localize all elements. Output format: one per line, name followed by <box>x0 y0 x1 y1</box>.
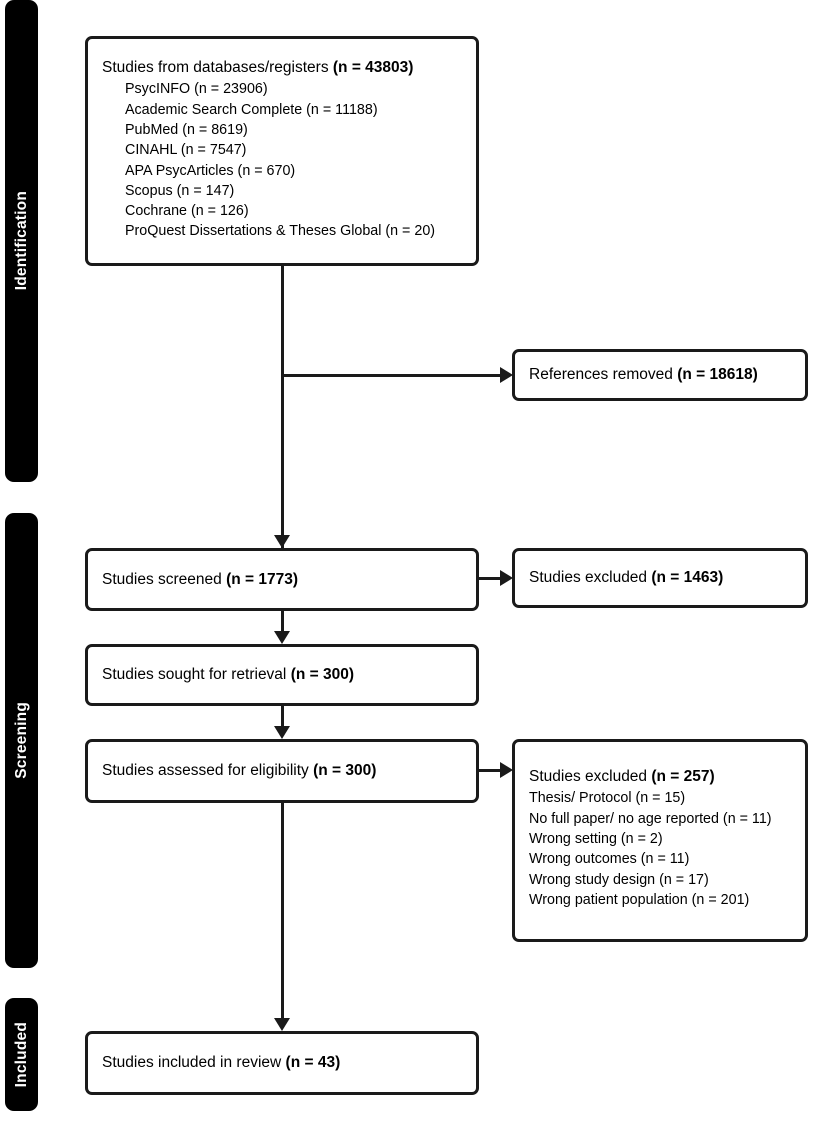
phase-bar-identification: Identification <box>5 0 38 482</box>
box-studies-excluded-eligibility-count: (n = 257) <box>651 768 715 785</box>
box-studies-screened: Studies screened (n = 1773) <box>85 548 479 611</box>
box-studies-from-databases-title-text: Studies from databases/registers <box>102 59 333 76</box>
exclusion-reason-list: Thesis/ Protocol (n = 15) No full paper/… <box>529 788 791 910</box>
box-studies-excluded-screening-title: Studies excluded (n = 1463) <box>529 567 791 588</box>
list-item: Thesis/ Protocol (n = 15) <box>529 790 686 807</box>
list-item: No full paper/ no age reported (n = 11) <box>529 810 772 827</box>
box-studies-excluded-screening-count: (n = 1463) <box>651 569 724 587</box>
list-item: PubMed (n = 8619) <box>125 121 248 138</box>
box-studies-included-in-review: Studies included in review (n = 43) <box>85 1031 479 1095</box>
box-references-removed-title: References removed (n = 18618) <box>529 364 791 385</box>
phase-bar-screening: Screening <box>5 513 38 968</box>
connector-identified-to-screened <box>281 265 284 548</box>
list-item: Wrong study design (n = 17) <box>529 871 709 888</box>
box-studies-from-databases-count: (n = 43803) <box>332 59 414 76</box>
box-references-removed-title-text: References removed <box>529 366 678 384</box>
box-studies-assessed-for-eligibility: Studies assessed for eligibility (n = 30… <box>85 739 479 803</box>
box-studies-included-count: (n = 43) <box>285 1054 341 1072</box>
list-item: Cochrane (n = 126) <box>125 203 249 220</box>
box-references-removed-count: (n = 18618) <box>677 366 758 384</box>
arrowhead-to-studies-excluded-eligibility <box>500 762 513 778</box>
box-studies-from-databases: Studies from databases/registers (n = 43… <box>85 36 479 266</box>
box-studies-excluded-eligibility: Studies excluded (n = 257) Thesis/ Proto… <box>512 739 808 942</box>
box-studies-included-title: Studies included in review (n = 43) <box>102 1052 462 1073</box>
list-item: Academic Search Complete (n = 11188) <box>125 101 378 118</box>
box-studies-screened-title: Studies screened (n = 1773) <box>102 569 462 590</box>
box-studies-excluded-screening-title-text: Studies excluded <box>529 569 652 587</box>
phase-label-screening: Screening <box>12 702 30 779</box>
box-studies-screened-title-text: Studies screened <box>102 570 227 588</box>
box-studies-assessed-title-text: Studies assessed for eligibility <box>102 762 314 780</box>
list-item: ProQuest Dissertations & Theses Global (… <box>125 223 436 240</box>
list-item: Wrong patient population (n = 201) <box>529 891 750 908</box>
list-item: Wrong outcomes (n = 11) <box>529 851 690 868</box>
box-studies-excluded-screening: Studies excluded (n = 1463) <box>512 548 808 608</box>
connector-assessed-to-excluded <box>478 769 504 772</box>
connector-assessed-to-included <box>281 803 284 1019</box>
database-source-list: PsycINFO (n = 23906) Academic Search Com… <box>102 79 462 241</box>
box-studies-from-databases-title: Studies from databases/registers (n = 43… <box>102 57 462 78</box>
box-studies-sought-count: (n = 300) <box>290 666 355 684</box>
connector-to-references-removed <box>281 374 504 377</box>
box-studies-excluded-eligibility-title: Studies excluded (n = 257) <box>529 766 791 787</box>
list-item: CINAHL (n = 7547) <box>125 142 247 159</box>
connector-screened-to-excluded <box>478 577 504 580</box>
box-studies-sought-title-text: Studies sought for retrieval <box>102 666 291 684</box>
box-references-removed: References removed (n = 18618) <box>512 349 808 401</box>
arrowhead-to-studies-excluded-screening <box>500 570 513 586</box>
phase-label-included: Included <box>12 1021 30 1088</box>
phase-bar-included: Included <box>5 998 38 1111</box>
box-studies-sought-title: Studies sought for retrieval (n = 300) <box>102 664 462 685</box>
connector-screened-to-sought <box>281 611 284 633</box>
box-studies-assessed-title: Studies assessed for eligibility (n = 30… <box>102 760 462 781</box>
phase-label-identification: Identification <box>12 191 30 291</box>
box-studies-excluded-eligibility-title-text: Studies excluded <box>529 768 652 785</box>
arrowhead-to-references-removed <box>500 367 513 383</box>
connector-sought-to-assessed <box>281 706 284 728</box>
arrowhead-to-studies-assessed <box>274 726 290 739</box>
box-studies-included-title-text: Studies included in review <box>102 1054 286 1072</box>
box-studies-sought-for-retrieval: Studies sought for retrieval (n = 300) <box>85 644 479 706</box>
arrowhead-to-studies-screened <box>274 535 290 548</box>
list-item: PsycINFO (n = 23906) <box>125 81 268 98</box>
arrowhead-to-studies-included <box>274 1018 290 1031</box>
list-item: Scopus (n = 147) <box>125 182 235 199</box>
list-item: Wrong setting (n = 2) <box>529 830 663 847</box>
box-studies-screened-count: (n = 1773) <box>226 570 299 588</box>
list-item: APA PsycArticles (n = 670) <box>125 162 296 179</box>
arrowhead-to-studies-sought <box>274 631 290 644</box>
box-studies-assessed-count: (n = 300) <box>313 762 377 780</box>
